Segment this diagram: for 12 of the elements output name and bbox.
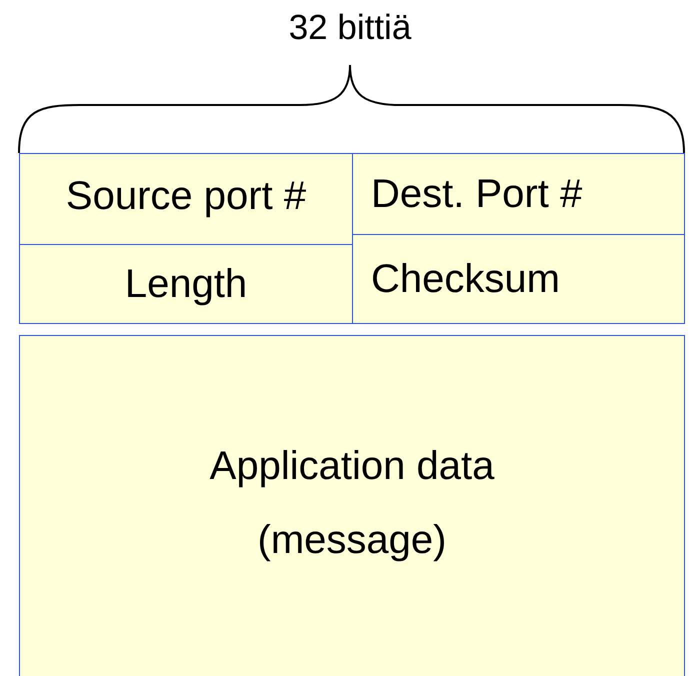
- field-name: Checksum: [371, 257, 560, 301]
- header-field: [352, 153, 685, 235]
- field-name: Application data: [210, 444, 494, 488]
- field-name: (message): [258, 518, 446, 562]
- field-name: Length: [124, 262, 248, 306]
- field-name: Dest. Port #: [371, 172, 582, 216]
- header-field: [19, 244, 353, 324]
- header-field: [19, 153, 353, 245]
- bit-width-label: 32 bittiä: [288, 8, 412, 48]
- header-field: [19, 335, 685, 676]
- field-name: Source port #: [66, 174, 306, 218]
- header-field: [352, 234, 685, 324]
